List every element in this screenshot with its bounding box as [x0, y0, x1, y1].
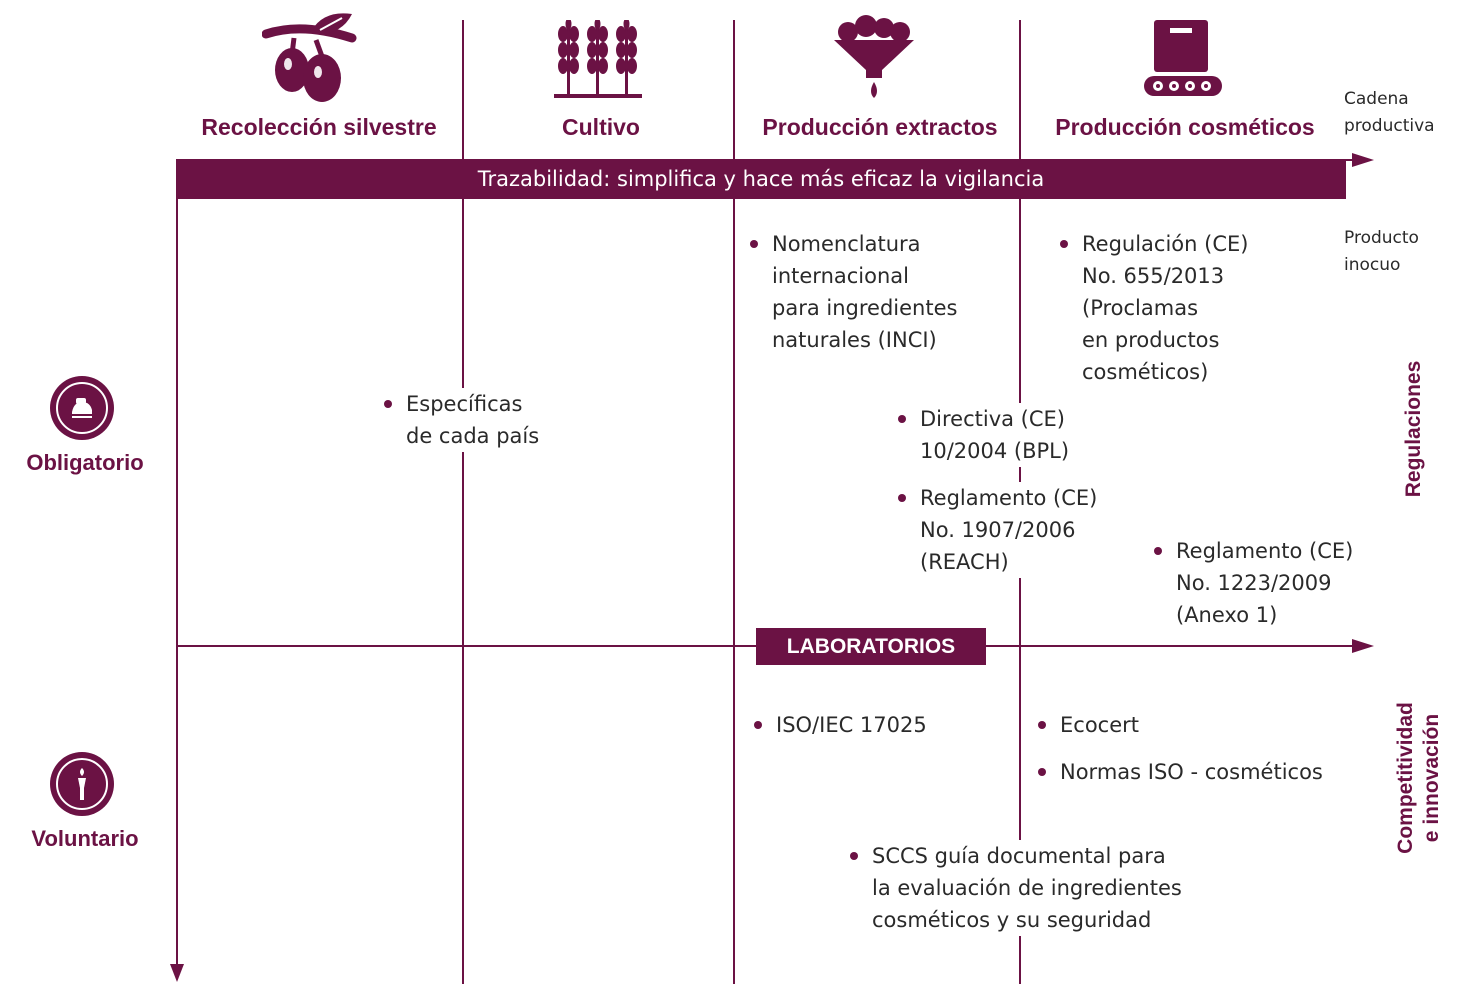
bullet-text: Nomenclatura internacional para ingredie…	[772, 232, 958, 352]
column-title-cosmeticos: Producción cosméticos	[1055, 114, 1315, 140]
cadena-productiva-label: Cadena productiva	[1344, 86, 1435, 140]
bullet-text: Regulación (CE) No. 655/2013 (Proclamas …	[1082, 232, 1249, 384]
list-item-directiva: Directiva (CE) 10/2004 (BPL)	[894, 403, 1070, 467]
bullet-text: Ecocert	[1060, 713, 1139, 737]
arrow-down-icon	[170, 964, 184, 982]
bullet-text: Reglamento (CE) No. 1223/2009 (Anexo 1)	[1176, 539, 1354, 627]
hand-stamp-icon	[72, 398, 92, 418]
bullet-text: ISO/IEC 17025	[776, 713, 927, 737]
competitividad-label: Competitividad e innovación	[1394, 702, 1443, 854]
arrow-right-icon	[1352, 639, 1374, 653]
list-item-normas-iso: Normas ISO - cosméticos	[1034, 756, 1323, 788]
column-divider	[462, 20, 464, 984]
laboratorios-label: LABORATORIOS	[756, 628, 986, 665]
column-title-extractos: Producción extractos	[762, 114, 998, 140]
list-item-reach: Reglamento (CE) No. 1907/2006 (REACH)	[894, 482, 1098, 578]
vertical-axis-line	[176, 160, 178, 972]
torch-hand-icon	[78, 768, 86, 800]
productiva-label-line: productiva	[1344, 116, 1435, 136]
conveyor-box-icon	[1144, 20, 1222, 96]
obligatorio-badge	[50, 376, 114, 440]
cadena-label-line: Cadena	[1344, 89, 1409, 109]
obligatorio-label: Obligatorio	[26, 450, 144, 475]
arrow-right-icon	[1352, 153, 1374, 167]
producto-inocuo-label: Producto inocuo	[1344, 225, 1419, 279]
list-item-inci: Nomenclatura internacional para ingredie…	[746, 228, 958, 356]
badge-ring	[56, 382, 108, 434]
list-item-especificas: Específicas de cada país	[380, 388, 540, 452]
voluntario-label: Voluntario	[31, 826, 139, 851]
list-item-ecocert: Ecocert	[1034, 709, 1139, 741]
regulaciones-label: Regulaciones	[1402, 360, 1425, 498]
funnel-extract-icon	[834, 15, 914, 98]
bullet-text: Específicas de cada país	[406, 392, 540, 448]
olive-branch-icon	[262, 13, 357, 102]
column-title-recoleccion: Recolección silvestre	[201, 114, 437, 140]
list-item-iso17025: ISO/IEC 17025	[750, 709, 927, 741]
column-divider	[733, 20, 735, 984]
trazabilidad-banner: Trazabilidad: simplifica y hace más efic…	[176, 160, 1346, 199]
bullet-text: Normas ISO - cosméticos	[1060, 760, 1323, 784]
bullet-text: Reglamento (CE) No. 1907/2006 (REACH)	[920, 486, 1098, 574]
voluntario-badge	[50, 752, 114, 816]
list-item-sccs: SCCS guía documental para la evaluación …	[846, 840, 1182, 936]
list-item-reglamento-1223: Reglamento (CE) No. 1223/2009 (Anexo 1)	[1150, 535, 1354, 631]
bullet-text: SCCS guía documental para la evaluación …	[872, 844, 1182, 932]
bullet-text: Directiva (CE) 10/2004 (BPL)	[920, 407, 1070, 463]
producto-label-line: Producto	[1344, 228, 1419, 248]
wheat-crop-icon	[554, 20, 642, 98]
column-title-cultivo: Cultivo	[562, 114, 640, 140]
inocuo-label-line: inocuo	[1344, 255, 1401, 275]
badge-ring	[56, 758, 108, 810]
list-item-regulacion-655: Regulación (CE) No. 655/2013 (Proclamas …	[1056, 228, 1249, 388]
